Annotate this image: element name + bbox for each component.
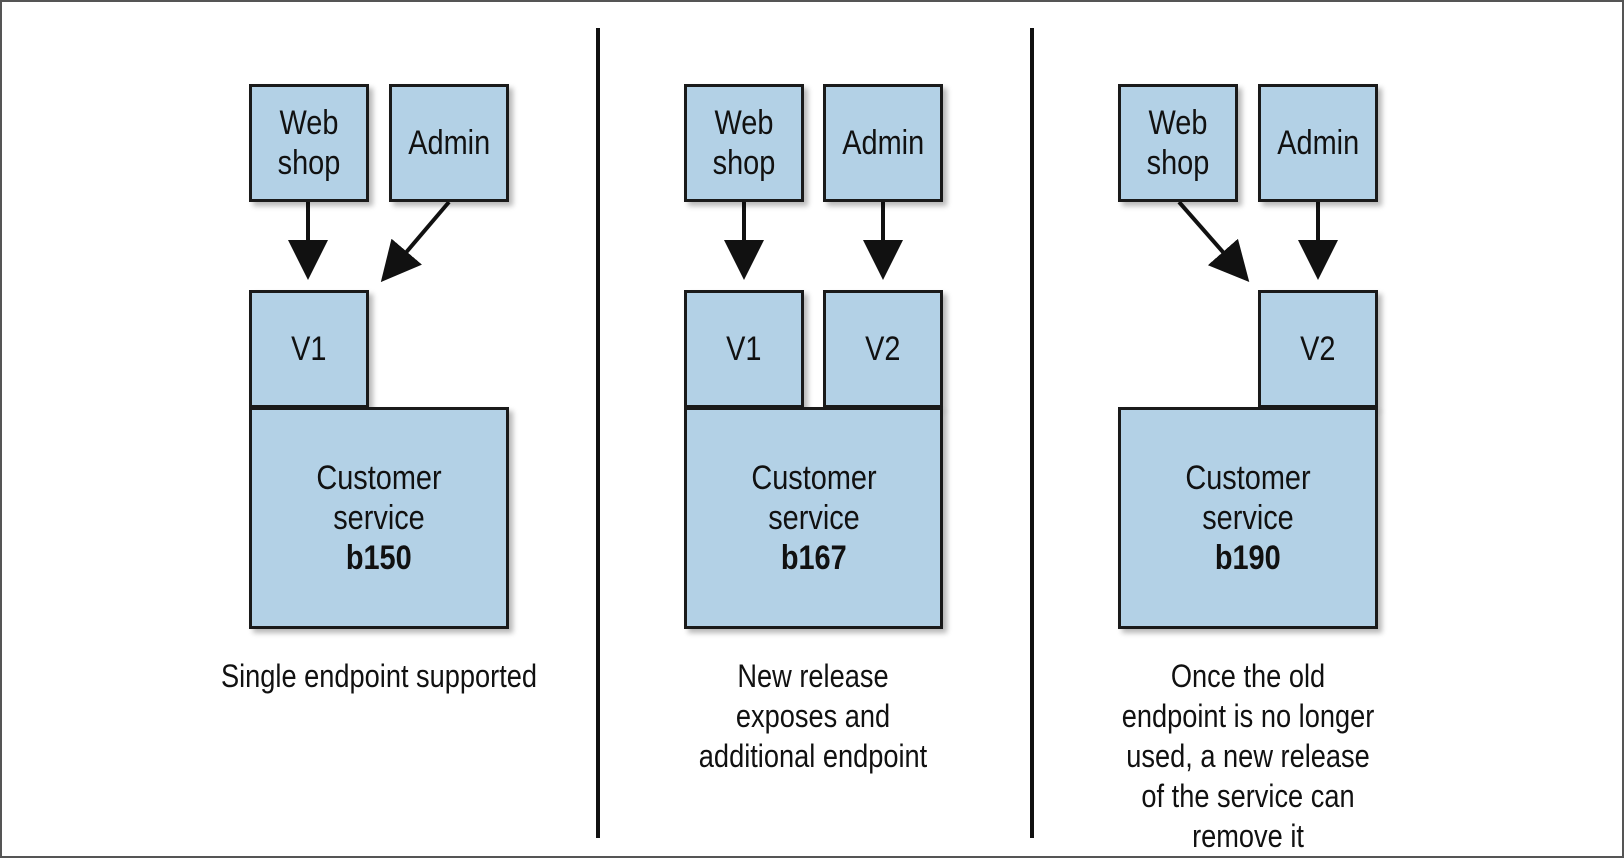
panel-caption: Single endpoint supported — [179, 656, 579, 696]
arrow-admin-to-v1 — [380, 200, 451, 283]
web-shop-box: Web shop — [249, 84, 369, 202]
endpoint-label: V2 — [1300, 330, 1336, 368]
admin-label: Admin — [408, 124, 490, 162]
web-shop-label: Web shop — [277, 104, 341, 182]
admin-label: Admin — [842, 124, 924, 162]
service-label: Customer service — [1185, 459, 1311, 537]
admin-box: Admin — [389, 84, 509, 202]
build-number: b190 — [1215, 539, 1281, 577]
arrow-webshop-to-v2 — [1177, 200, 1250, 283]
panel-divider — [596, 28, 600, 838]
build-number: b150 — [346, 539, 412, 577]
admin-box: Admin — [823, 84, 943, 202]
service-label: Customer service — [750, 459, 877, 537]
service-label: Customer service — [316, 459, 442, 537]
panel-caption: New release exposes and additional endpo… — [613, 656, 1013, 776]
panel-divider — [1030, 28, 1034, 838]
web-shop-label: Web shop — [1146, 104, 1210, 182]
endpoint-label: V1 — [291, 330, 327, 368]
customer-service-box: Customer service b167 — [684, 407, 943, 629]
caption-text: Once the old endpoint is no longer used,… — [1121, 658, 1375, 854]
endpoint-v2-box: V2 — [823, 290, 943, 408]
customer-service-box: Customer service b190 — [1118, 407, 1378, 629]
web-shop-box: Web shop — [684, 84, 804, 202]
caption-text: New release exposes and additional endpo… — [698, 658, 928, 774]
endpoint-v2-box: V2 — [1258, 290, 1378, 408]
panel-caption: Once the old endpoint is no longer used,… — [1048, 656, 1448, 856]
endpoint-v1-box: V1 — [249, 290, 369, 408]
admin-box: Admin — [1258, 84, 1378, 202]
web-shop-box: Web shop — [1118, 84, 1238, 202]
customer-service-box: Customer service b150 — [249, 407, 509, 629]
endpoint-v1-box: V1 — [684, 290, 804, 408]
admin-label: Admin — [1277, 124, 1359, 162]
endpoint-label: V2 — [865, 330, 901, 368]
endpoint-label: V1 — [726, 330, 762, 368]
build-number: b167 — [780, 539, 847, 577]
web-shop-label: Web shop — [712, 104, 776, 182]
caption-text: Single endpoint supported — [220, 658, 538, 694]
